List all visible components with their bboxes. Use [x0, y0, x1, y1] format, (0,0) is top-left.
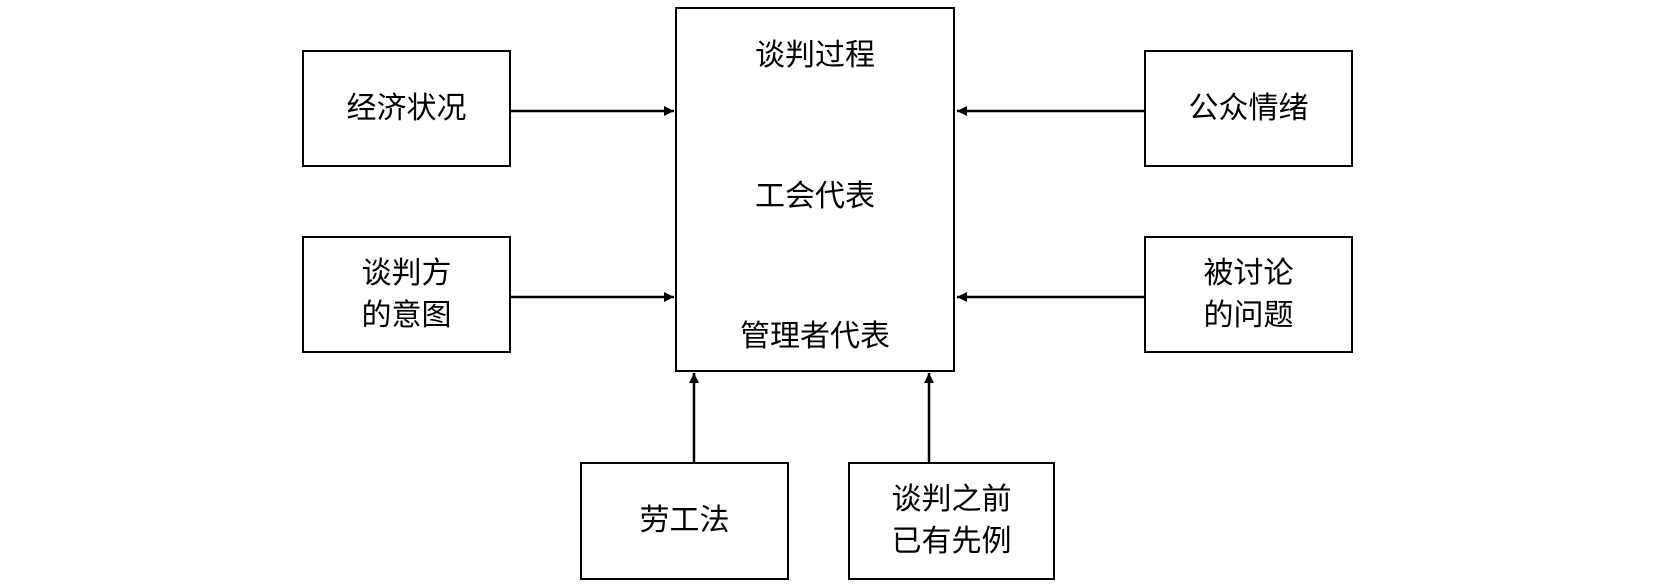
discussed-issues-line2: 的问题: [1203, 297, 1294, 333]
precedent-box: 谈判之前 已有先例: [848, 462, 1055, 580]
union-representative-label: 工会代表: [755, 178, 875, 214]
labor-law-label: 劳工法: [639, 503, 730, 538]
public-sentiment-label: 公众情绪: [1188, 90, 1309, 126]
negotiation-process-box: 谈判过程 工会代表 管理者代表: [675, 7, 955, 372]
public-sentiment-box: 公众情绪: [1144, 50, 1353, 167]
negotiation-process-title: 谈判过程: [755, 38, 875, 73]
discussed-issues-box: 被讨论 的问题: [1144, 236, 1353, 353]
precedent-line2: 已有先例: [891, 524, 1012, 559]
party-intent-box: 谈判方 的意图: [302, 236, 511, 353]
discussed-issues-line1: 被讨论: [1203, 255, 1294, 291]
economy-box: 经济状况: [302, 50, 511, 167]
labor-law-box: 劳工法: [580, 462, 789, 580]
party-intent-line2: 的意图: [361, 297, 452, 333]
management-representative-label: 管理者代表: [740, 319, 890, 354]
economy-label: 经济状况: [346, 90, 467, 126]
precedent-line1: 谈判之前: [891, 482, 1012, 517]
party-intent-line1: 谈判方: [361, 255, 452, 291]
